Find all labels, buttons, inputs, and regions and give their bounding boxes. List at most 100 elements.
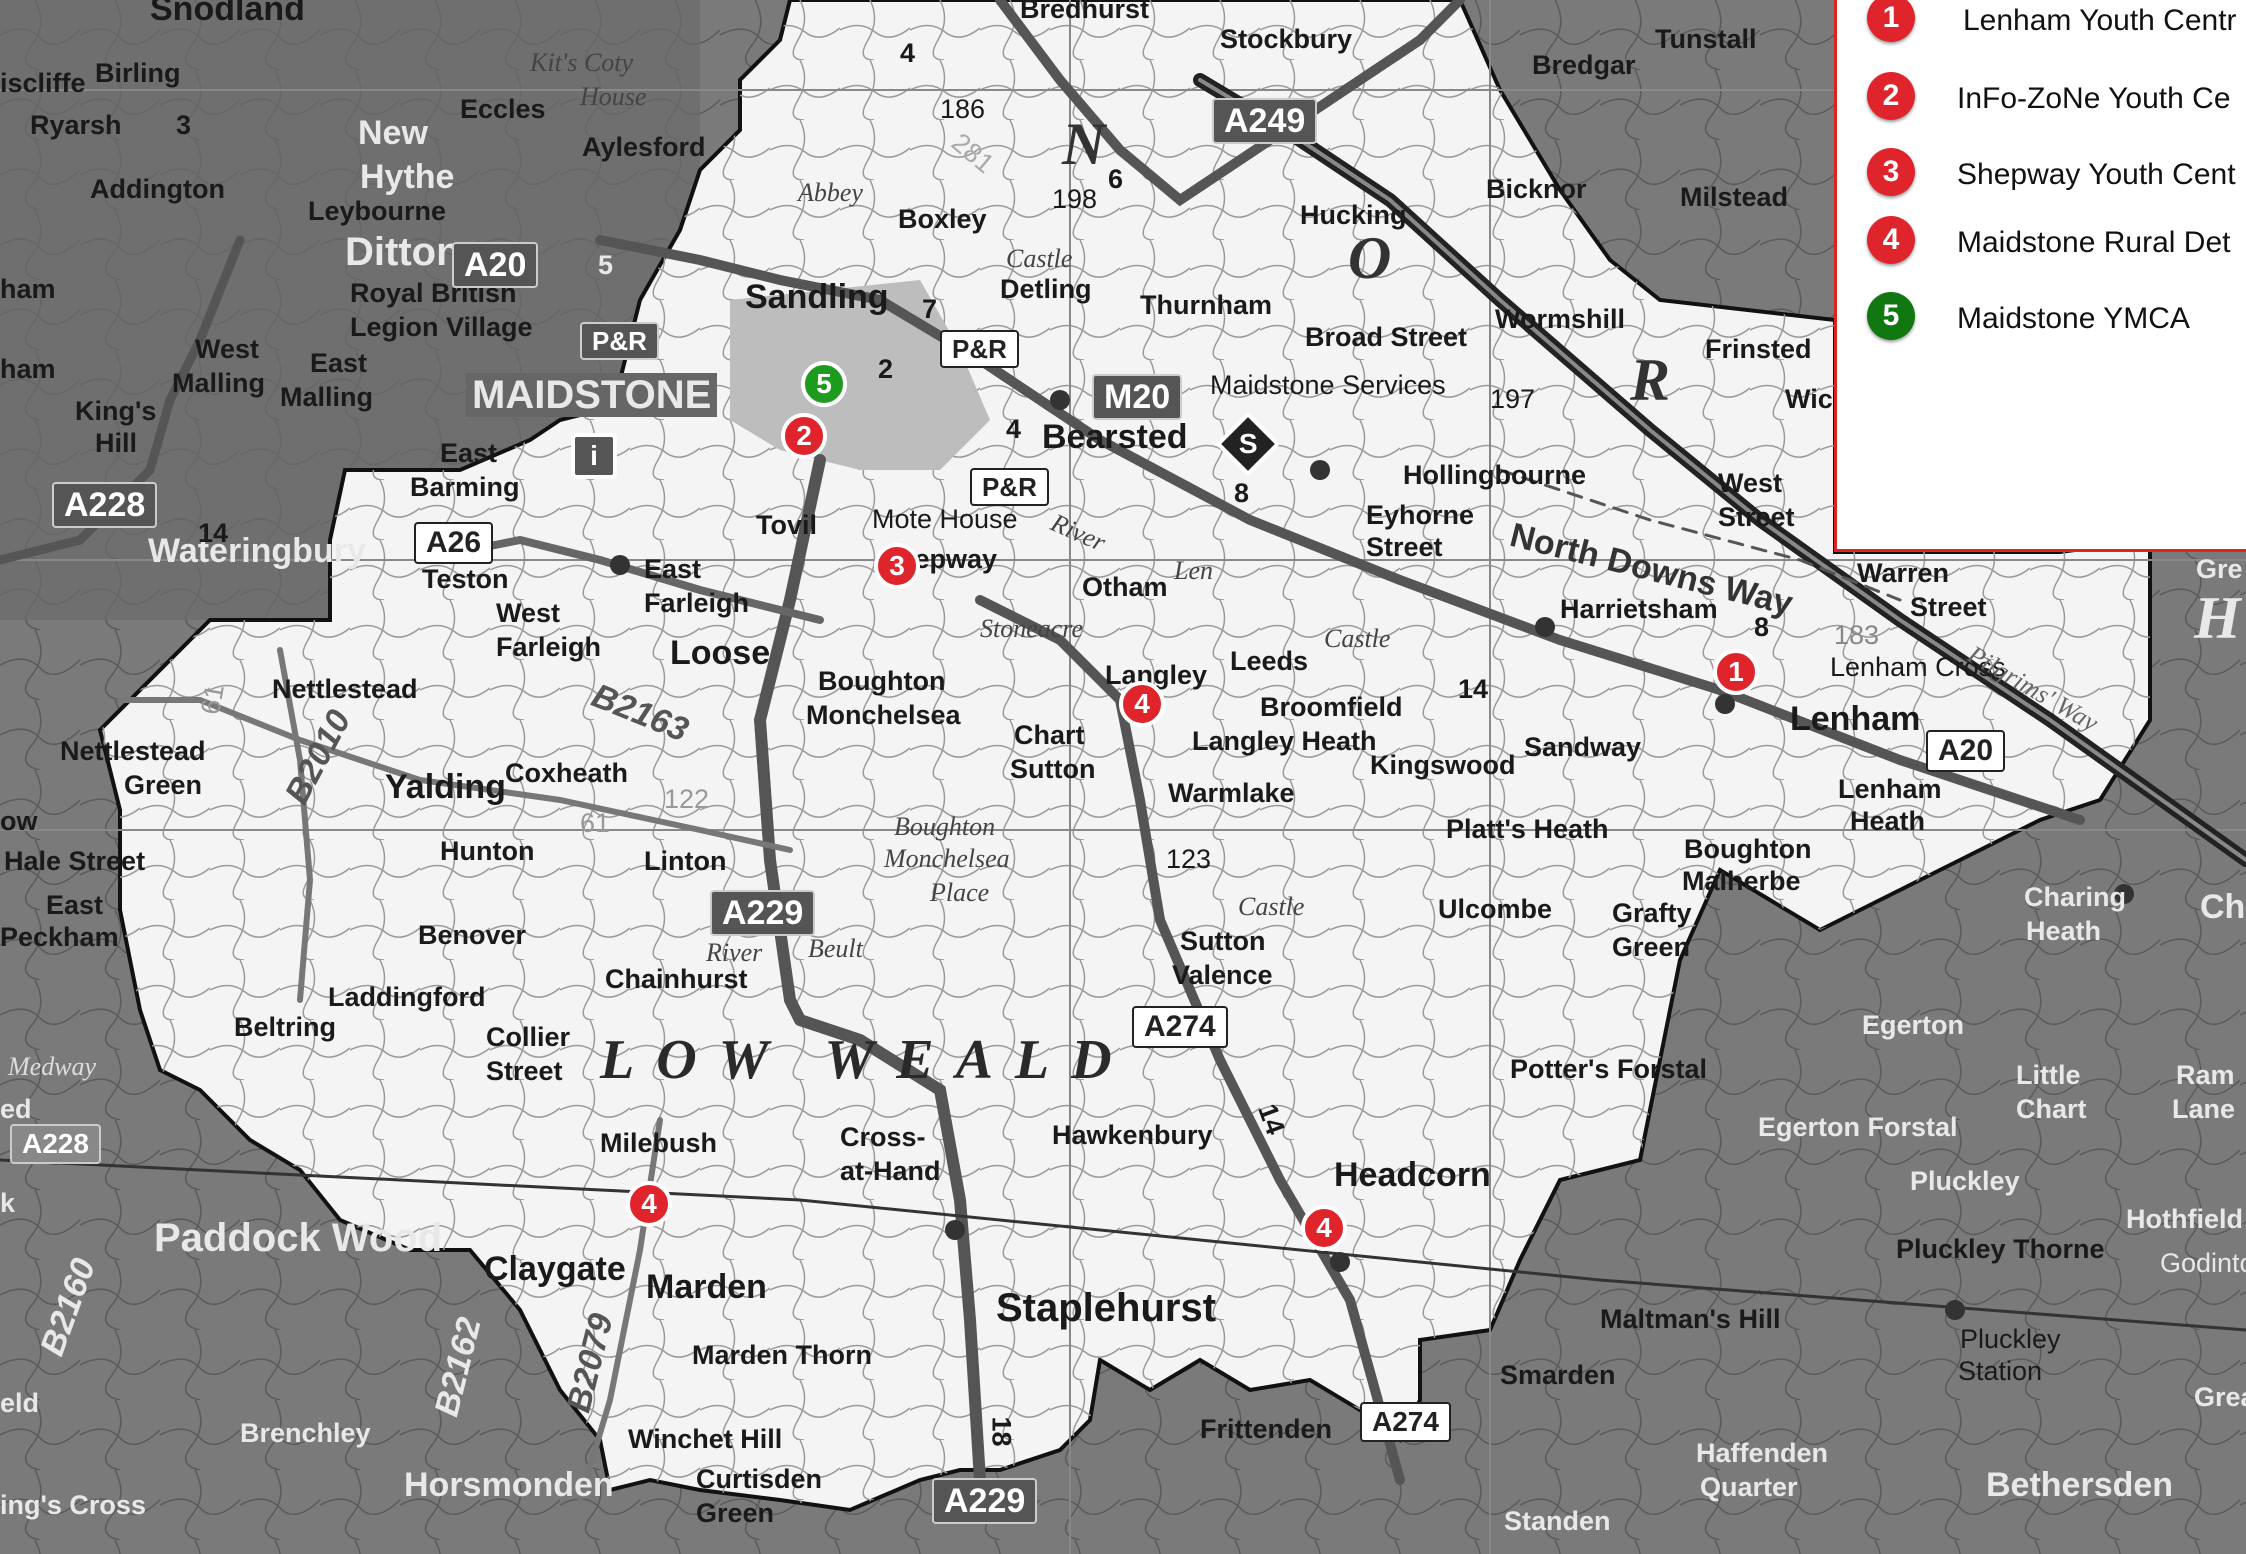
marker-shepway-youth-centre[interactable]: 3 [874,543,920,589]
place-ryarsh: Ryarsh [30,110,122,140]
place-little-chart-1: Little [2016,1060,2081,1090]
place-grafty-green-2: Green [1612,932,1691,962]
place-platts-heath: Platt's Heath [1446,814,1609,844]
place-collier-street-1: Collier [486,1022,571,1052]
place-leeds: Leeds [1230,646,1309,676]
a229-road-south [794,1014,986,1486]
label-num-3: 3 [176,110,192,140]
place-eyhorne-1: Eyhorne [1366,500,1475,530]
label-num-8: 8 [1234,478,1250,508]
road-label-a274b: A274 [1360,1402,1451,1442]
place-wateringbury: Wateringbury [148,532,366,570]
place-maidstone-services: Maidstone Services [1210,370,1446,400]
place-broomfield: Broomfield [1260,692,1403,722]
place-nettlestead: Nettlestead [272,674,418,704]
place-boughton-place-2: Monchelsea [884,844,1010,873]
place-hothfield: Hothfield [2126,1204,2243,1234]
marker-maidstone-rural-marden[interactable]: 4 [626,1181,672,1227]
railway-line [0,1158,2246,1332]
place-hucking: Hucking [1300,200,1407,230]
place-hawkenbury: Hawkenbury [1052,1120,1213,1150]
place-tovil: Tovil [756,510,818,540]
label-num-61b: 61 [195,682,230,717]
a274-road [975,595,1405,1485]
place-milebush: Milebush [600,1128,718,1158]
place-leeds-castle: Castle [1324,624,1391,653]
marker-info-zone-youth-centre[interactable]: 2 [781,413,827,459]
place-chainhurst: Chainhurst [605,964,748,994]
place-linton: Linton [644,846,727,876]
place-kings-hill-2: Hill [95,428,138,458]
label-num-6: 6 [1108,164,1124,194]
place-curtisden-green: Green [696,1498,775,1528]
map-legend: 1 Lenham Youth Centr 2 InFo-ZoNe Youth C… [1834,0,2246,552]
place-harrietsham: Harrietsham [1560,594,1718,624]
marker-maidstone-rural-langley[interactable]: 4 [1119,681,1165,727]
place-east-farleigh-2: Farleigh [644,588,750,618]
place-ram-lane-2: Lane [2172,1094,2236,1124]
place-bearsted: Bearsted [1042,418,1188,456]
road-junction-dots [610,390,2134,1320]
place-collier-street-2: Street [486,1056,563,1086]
place-snodland: Snodland [150,0,305,28]
marker-lenham-youth-centre[interactable]: 1 [1713,649,1759,695]
place-nettlestead-green-2: Green [124,770,203,800]
place-coxheath: Coxheath [505,758,629,788]
place-boughton-monchelsea-1: Boughton [818,666,946,696]
place-river-beult-1: River [706,938,763,967]
place-west-farleigh-2: Farleigh [496,632,602,662]
marker-maidstone-ymca[interactable]: 5 [801,361,847,407]
label-num-61: 61 [580,808,611,838]
place-kits-coty-house: House [580,82,647,111]
legend-marker-icon: 1 [1867,0,1915,42]
place-edge-ch: Ch [2200,888,2246,926]
label-num-4: 4 [900,38,916,68]
legend-item-label: Maidstone Rural Det [1957,226,2231,259]
park-and-ride-3: P&R [580,322,659,360]
place-edge-ed: ed [0,1094,32,1124]
road-label-m20: M20 [1092,374,1183,420]
place-edge-ow: ow [0,806,38,836]
place-sutton-valence-1: Sutton [1180,926,1266,956]
place-boughton-place-1: Boughton [894,812,996,841]
legend-item-label: InFo-ZoNe Youth Ce [1957,82,2231,115]
road-label-a228b: A228 [10,1124,101,1164]
place-west-street-1: West [1718,468,1783,498]
place-boughton-malherbe-2: Malherbe [1682,866,1801,896]
place-mote-house: Mote House [872,504,1018,534]
place-kingswood: Kingswood [1370,750,1516,780]
marker-maidstone-rural-headcorn[interactable]: 4 [1301,1205,1347,1251]
place-east-malling-1: East [310,348,368,378]
place-edge-eld: eld [0,1388,40,1418]
place-boxley: Boxley [898,204,987,234]
place-warren-street-1: Warren [1857,558,1950,588]
place-edge-gre: Gre [2196,554,2243,584]
place-marden: Marden [646,1268,767,1306]
place-frittenden: Frittenden [1200,1414,1332,1444]
place-headcorn: Headcorn [1334,1156,1491,1194]
place-east-barming-1: East [440,438,498,468]
place-west-street-2: Street [1718,502,1795,532]
road-label-a274: A274 [1132,1006,1228,1048]
place-bethersden: Bethersden [1986,1466,2174,1504]
place-milstead: Milstead [1680,182,1789,212]
place-charing-heath-2: Heath [2026,916,2102,946]
place-otham: Otham [1082,572,1168,602]
label-num-197: 197 [1490,384,1536,414]
place-kings-hill-1: King's [75,396,157,426]
road-label-a20: A20 [452,242,539,288]
place-standen: Standen [1504,1506,1611,1536]
place-west-malling-2: Malling [172,368,265,398]
place-detling: Detling [1000,274,1092,304]
m20-centre [1198,78,2246,862]
place-eyhorne-2: Street [1366,532,1443,562]
place-langley: Langley [1105,660,1208,690]
label-num-198: 198 [1052,184,1098,214]
place-warmlake: Warmlake [1168,778,1295,808]
place-abbey: Abbey [798,178,863,207]
north-downs-way [1498,468,1902,602]
district-fields [100,0,2150,1510]
grid-letter-h: H [2194,585,2241,651]
label-num-14: 14 [1458,674,1489,704]
place-lenham-cross: Lenham Cross [1830,652,2006,682]
